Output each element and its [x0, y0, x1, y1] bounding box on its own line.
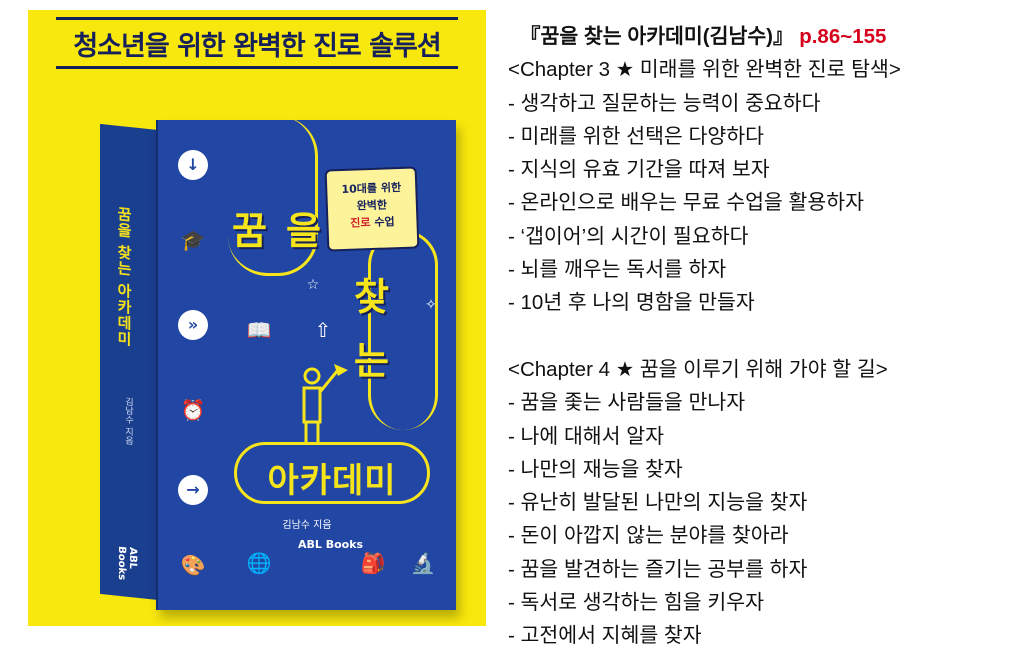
book-summary-text: 『꿈을 찾는 아카데미(김남수)』 p.86~155 <Chapter 3 ★ … — [508, 20, 1016, 653]
chapter-heading: <Chapter 4 ★ 꿈을 이루기 위해 가야 할 길> — [508, 357, 888, 381]
list-item: - 온라인으로 배우는 무료 수업을 활용하자 — [508, 191, 864, 215]
list-item: - 뇌를 깨우는 독서를 하자 — [508, 258, 727, 282]
book-cover-image: 청소년을 위한 완벽한 진로 솔루션 꿈을 찾는 아카데미 김남수 지음 ABL… — [28, 10, 486, 626]
publisher-logo: ABL Books — [298, 538, 364, 551]
chapter-section: <Chapter 4 ★ 꿈을 이루기 위해 가야 할 길> - 꿈을 좇는 사… — [508, 353, 1016, 653]
spine-title: 꿈을 찾는 아카데미 — [115, 205, 133, 348]
list-item: - 돈이 아깝지 않는 분야를 찾아라 — [508, 524, 789, 548]
list-item: - 나에 대해서 알자 — [508, 424, 664, 448]
star-icon: ☆ — [306, 277, 320, 293]
globe-icon: 🌐 — [246, 551, 272, 575]
book-title-line: 『꿈을 찾는 아카데미(김남수)』 p.86~155 — [508, 20, 1016, 53]
upload-box-icon: ⇧ — [314, 318, 332, 342]
cover-author: 김남수 지음 — [282, 520, 332, 531]
list-item: - 10년 후 나의 명함을 만들자 — [508, 291, 755, 315]
cover-tagline-band: 청소년을 위한 완벽한 진로 솔루션 — [28, 10, 486, 72]
graduation-cap-icon: 🎓 — [180, 228, 206, 252]
sticker-line-rest: 수업 — [370, 215, 395, 230]
microscope-icon: 🔬 — [410, 551, 436, 575]
book-title: 『꿈을 찾는 아카데미(김남수)』 — [520, 25, 794, 48]
list-item: - 생각하고 질문하는 능력이 중요하다 — [508, 91, 821, 115]
cover-title-char: 꿈 — [232, 209, 267, 253]
spine-publisher-logo: ABL Books — [116, 545, 138, 581]
sticker-highlight: 진로 — [350, 216, 371, 230]
list-item: - 고전에서 지혜를 찾자 — [508, 624, 702, 648]
list-item: - 꿈을 발견하는 즐기는 공부를 하자 — [508, 557, 808, 581]
page-range: p.86~155 — [799, 25, 887, 48]
spine-author: 김남수 지음 — [123, 396, 133, 446]
download-arrow-icon: ↓ — [178, 150, 208, 180]
chapter-heading: <Chapter 3 ★ 미래를 위한 완벽한 진로 탐색> — [508, 58, 901, 82]
alarm-clock-icon: ⏰ — [180, 398, 206, 422]
book-box-spine: 꿈을 찾는 아카데미 김남수 지음 ABL Books — [100, 123, 158, 600]
section-spacer — [508, 320, 1016, 353]
student-figure-illustration — [302, 364, 348, 442]
palette-icon: 🎨 — [180, 553, 206, 577]
decorative-path — [228, 116, 318, 276]
list-item: - 지식의 유효 기간을 따져 보자 — [508, 158, 770, 182]
list-item: - 유난히 발달된 나만의 지능을 찾자 — [508, 491, 808, 515]
chapter-section: <Chapter 3 ★ 미래를 위한 완벽한 진로 탐색> - 생각하고 질문… — [508, 53, 1016, 319]
book-icon: 📖 — [246, 318, 272, 342]
list-item: - 독서로 생각하는 힘을 키우자 — [508, 591, 764, 615]
list-item: - 나만의 재능을 찾자 — [508, 457, 683, 481]
book-box-front: ↓ 🎓 » ⏰ → 🎨 📖 ⇧ 🌐 🎒 🔬 ☆ ✧ 10대를 위한 완벽한 진로… — [156, 116, 456, 610]
academy-title-banner: 아카데미 — [234, 442, 430, 504]
list-item: - 꿈을 좇는 사람들을 만나자 — [508, 391, 746, 415]
cover-title-academy: 아카데미 — [267, 461, 397, 501]
sticker-line: 진로 수업 — [328, 212, 417, 232]
fast-forward-icon: » — [178, 310, 208, 340]
cover-sticker: 10대를 위한 완벽한 진로 수업 — [324, 166, 420, 252]
cover-title-char: 찾 — [354, 275, 389, 319]
tagline-rule-bottom — [56, 66, 458, 69]
cover-title-char: 을 — [286, 209, 321, 253]
list-item: - ‘갭이어’의 시간이 필요하다 — [508, 224, 749, 248]
cover-tagline: 청소년을 위한 완벽한 진로 솔루션 — [73, 31, 441, 62]
list-item: - 미래를 위한 선택은 다양하다 — [508, 124, 764, 148]
backpack-icon: 🎒 — [360, 551, 386, 575]
tagline-rule-top — [56, 17, 458, 20]
cover-title-char: 는 — [354, 339, 389, 383]
sparkle-icon: ✧ — [425, 297, 437, 313]
arrow-right-icon: → — [178, 475, 208, 505]
